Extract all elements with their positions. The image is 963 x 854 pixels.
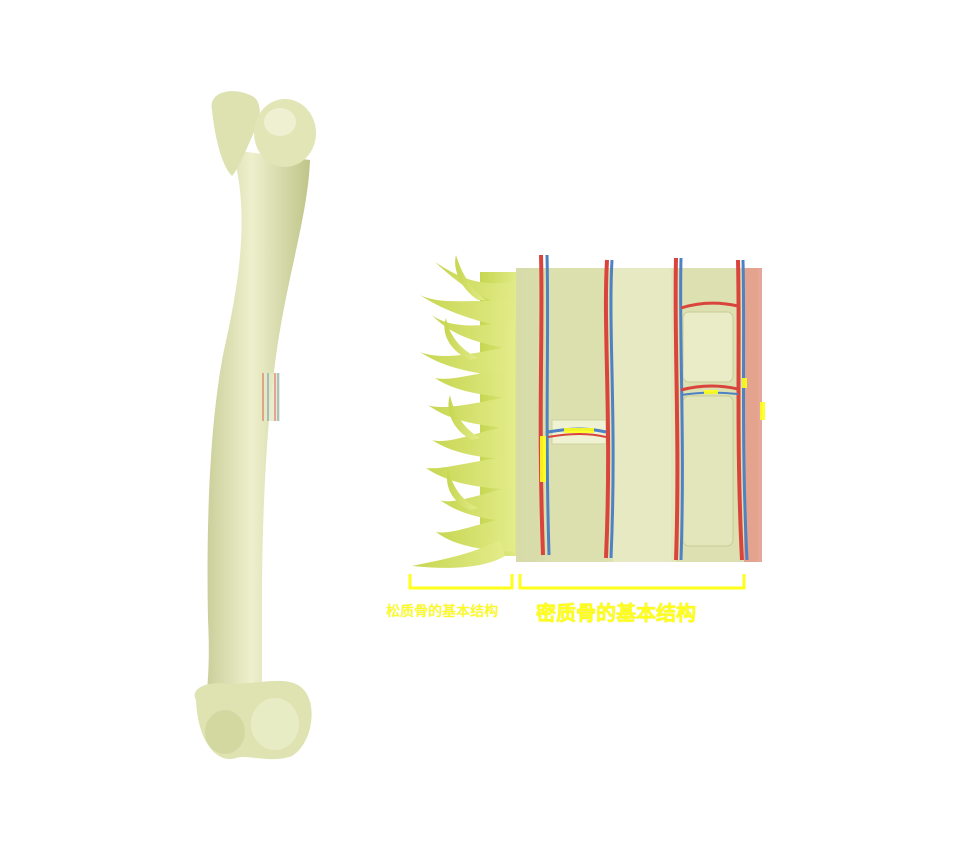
- compact-bone-bracket: [518, 574, 746, 590]
- spongy-bone-bracket: [408, 574, 514, 590]
- section-marker: [258, 373, 280, 421]
- femur: [194, 91, 316, 760]
- spongy-bone-caption: 松质骨的基本结构: [386, 604, 498, 620]
- femur-shaft: [204, 150, 310, 712]
- spongy-bone-trabeculae: [412, 255, 520, 568]
- compact-bone-caption: 密质骨的基本结构: [536, 601, 696, 625]
- compact-bone-block: [516, 254, 765, 562]
- periosteum: [744, 268, 762, 562]
- greater-trochanter: [211, 91, 260, 176]
